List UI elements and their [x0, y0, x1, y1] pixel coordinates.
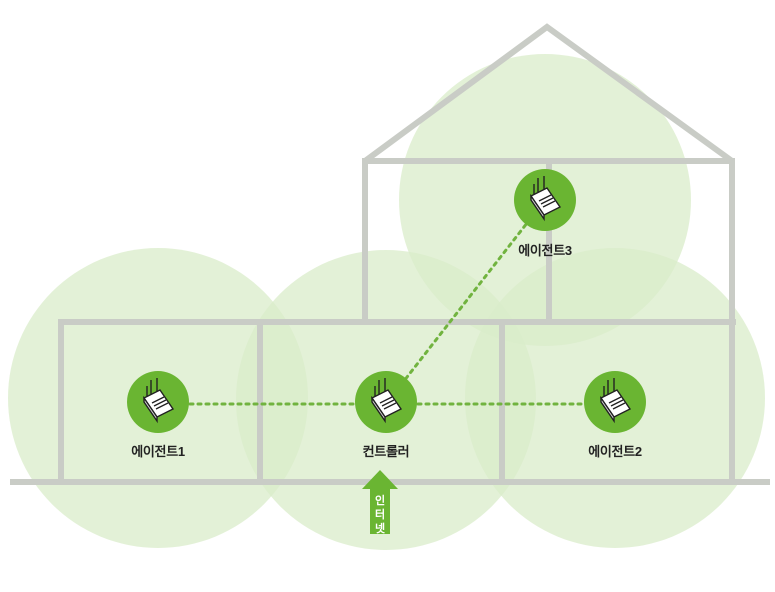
node-agent3[interactable]	[514, 169, 576, 231]
internet-label: 인 터 넷	[371, 494, 389, 536]
agent3-label: 에이전트3	[518, 243, 572, 258]
internet-char-1: 인	[374, 495, 386, 507]
router-icon	[142, 378, 175, 424]
router-icon	[599, 378, 632, 424]
node-agent2[interactable]	[584, 371, 646, 433]
internet-arrow-icon	[362, 470, 398, 534]
node-controller[interactable]	[355, 371, 417, 433]
roof	[363, 23, 734, 164]
controller-label: 컨트롤러	[362, 444, 410, 459]
agent2-label: 에이전트2	[588, 444, 642, 459]
mesh-links	[156, 198, 617, 406]
agent1-label: 에이전트1	[131, 444, 185, 459]
coverage-areas	[8, 54, 765, 550]
node-agent1[interactable]	[127, 371, 189, 433]
router-icon	[529, 176, 562, 222]
link-controller-agent3	[384, 198, 547, 406]
router-icon	[370, 378, 403, 424]
internet-char-2: 터	[374, 509, 386, 521]
internet-char-3: 넷	[374, 523, 386, 535]
